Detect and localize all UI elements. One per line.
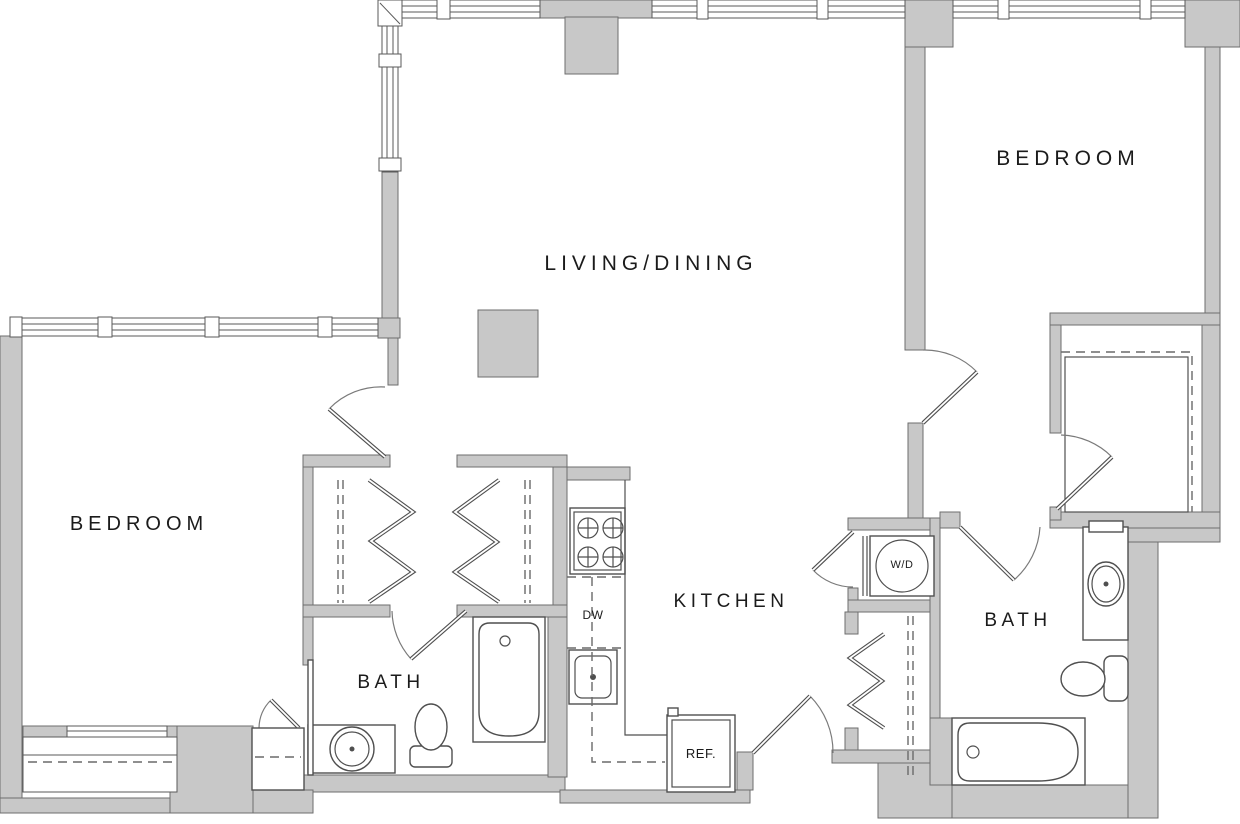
walkin-closet-shelving [1061, 351, 1193, 513]
bath1-door [391, 609, 468, 661]
structural-column [477, 309, 539, 378]
bedroom1-nook-door [258, 698, 301, 730]
bath-left-label: BATH [357, 672, 425, 693]
bath1-partition [307, 659, 314, 776]
bedroom2-door [921, 349, 979, 425]
kitchen-sink [568, 649, 618, 705]
living-dining-label: LIVING/DINING [544, 252, 758, 275]
window-bedroom1-top [9, 316, 379, 338]
bath2-door [958, 525, 1041, 582]
bifold-doors [367, 478, 886, 730]
bath-right-label: BATH [984, 610, 1052, 631]
bedroom2-closet-door [1055, 434, 1114, 511]
kitchen-label: KITCHEN [673, 591, 789, 612]
window-living-top-right [651, 0, 906, 20]
entry-door [751, 694, 834, 755]
washer-dryer-label: W/D [890, 559, 914, 571]
window-bedroom2-top [952, 0, 1186, 20]
vanity-sink-2 [1082, 520, 1129, 641]
closet-b-bifold [451, 478, 501, 604]
bathtub-1 [472, 616, 546, 743]
closet-a-bifold [367, 478, 417, 604]
bedroom-left-label: BEDROOM [69, 513, 209, 535]
washer-dryer-unit [862, 535, 935, 597]
doors [258, 349, 1114, 755]
vanity-sink-1 [307, 724, 396, 774]
kitchen-counter [591, 480, 667, 763]
windows [9, 0, 1186, 793]
bath2-fixtures [951, 520, 1129, 786]
linen-closet-bifold [846, 632, 886, 730]
refrigerator-label: REF. [685, 746, 717, 761]
window-living-top-left [397, 0, 541, 20]
closet-rod-lines [337, 480, 914, 778]
dishwasher-area [567, 576, 625, 649]
kitchen-fixtures [567, 480, 736, 793]
dishwasher-label: DW [582, 608, 604, 622]
bath1-fixtures [251, 616, 546, 791]
toilet-2 [1060, 655, 1129, 702]
refrigerator [666, 707, 736, 793]
toilet-1 [409, 703, 453, 768]
bathtub-2 [951, 717, 1086, 786]
window-bedroom1-bay [22, 725, 178, 793]
bedroom1-cabinet [251, 727, 305, 791]
washer-dryer-door [811, 530, 855, 588]
window-living-west [377, 0, 403, 173]
bedroom1-door [327, 386, 387, 459]
stove-cooktop [569, 507, 626, 575]
bedroom-top-label: BEDROOM [996, 147, 1140, 170]
